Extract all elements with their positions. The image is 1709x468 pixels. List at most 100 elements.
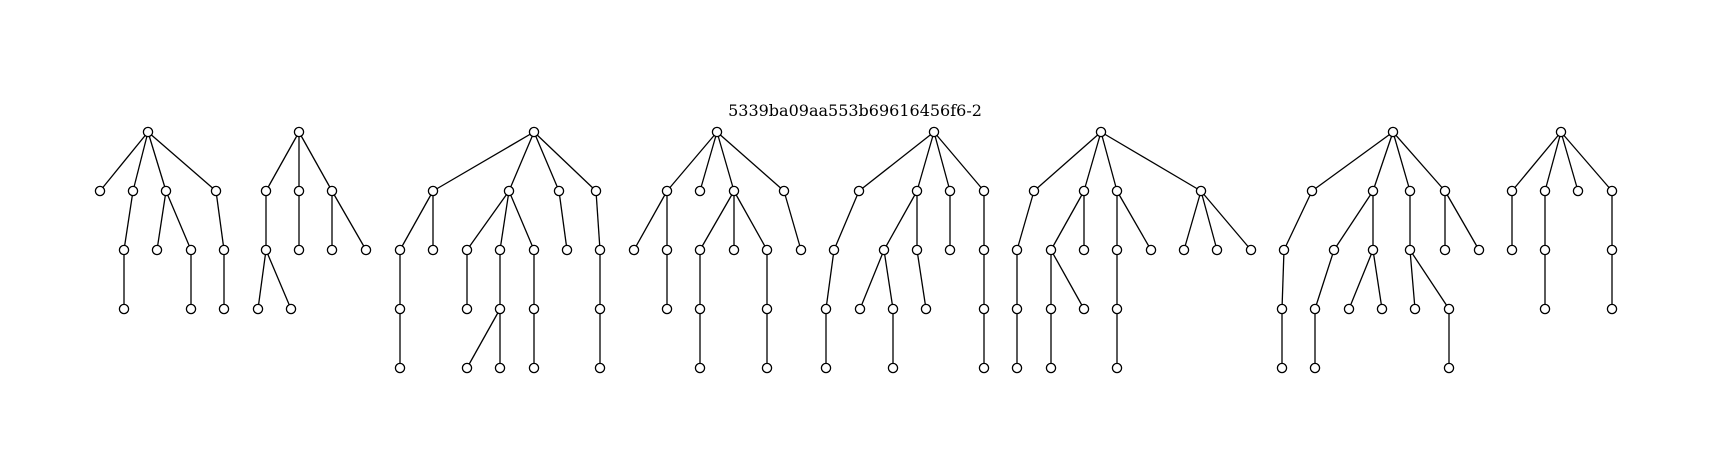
tree-node — [828, 244, 840, 256]
tree-node — [661, 303, 673, 315]
tree-edge — [1314, 249, 1335, 310]
tree-node — [461, 303, 473, 315]
tree-node — [1178, 244, 1190, 256]
tree-node — [1078, 303, 1090, 315]
tree-node — [461, 244, 473, 256]
tree-node — [795, 244, 807, 256]
tree-edge — [933, 131, 985, 192]
tree-node — [494, 362, 506, 374]
tree-node — [694, 362, 706, 374]
tree-node — [1539, 185, 1551, 197]
nodes-layer — [94, 126, 1618, 374]
tree-edge — [265, 131, 300, 192]
tree-root-node — [928, 126, 940, 138]
tree-node — [694, 244, 706, 256]
tree-node — [1309, 303, 1321, 315]
tree-node — [628, 244, 640, 256]
tree-edge — [1372, 249, 1383, 310]
tree-node — [326, 185, 338, 197]
tree-node — [1278, 244, 1290, 256]
tree-node — [293, 185, 305, 197]
tree-edge — [1283, 190, 1313, 251]
tree-node — [1045, 362, 1057, 374]
tree-edge — [916, 249, 927, 310]
tree-node — [1343, 303, 1355, 315]
tree-node — [185, 303, 197, 315]
tree-edge — [1183, 190, 1202, 251]
diagram-title: 5339ba09aa553b69616456f6-2 — [728, 101, 982, 120]
tree-edge — [1348, 249, 1374, 310]
tree-edge — [1281, 249, 1285, 310]
tree-node — [878, 244, 890, 256]
tree-edge — [1200, 190, 1252, 251]
tree-node — [1404, 185, 1416, 197]
tree-root-node — [1095, 126, 1107, 138]
tree-root-node — [1555, 126, 1567, 138]
tree-node — [1211, 244, 1223, 256]
tree-edge — [147, 131, 167, 192]
tree-node — [694, 303, 706, 315]
tree-edge — [466, 308, 501, 369]
tree-edge — [1333, 190, 1374, 251]
tree-node — [854, 303, 866, 315]
tree-node — [1539, 303, 1551, 315]
tree-node — [820, 362, 832, 374]
tree-node — [394, 303, 406, 315]
tree-edge — [1116, 190, 1152, 251]
tree-edge — [156, 190, 167, 251]
tree-node — [326, 244, 338, 256]
tree-node — [978, 244, 990, 256]
tree-node — [1078, 244, 1090, 256]
tree-edge — [699, 190, 735, 251]
tree-edge — [508, 190, 535, 251]
tree-node — [1306, 185, 1318, 197]
tree-edge — [1100, 131, 1202, 192]
tree-edge — [595, 190, 601, 251]
tree-node — [260, 244, 272, 256]
tree-node — [978, 362, 990, 374]
tree-node — [594, 362, 606, 374]
tree-node — [1045, 303, 1057, 315]
tree-edge — [165, 190, 192, 251]
tree-node — [118, 244, 130, 256]
tree-node — [853, 185, 865, 197]
tree-node — [944, 244, 956, 256]
tree-edge — [916, 131, 935, 192]
tree-edge — [466, 190, 510, 251]
tree-root-node — [711, 126, 723, 138]
tree-edge — [1100, 131, 1118, 192]
tree-edge — [1033, 131, 1102, 192]
tree-node — [761, 244, 773, 256]
tree-node — [911, 244, 923, 256]
tree-edge — [533, 131, 560, 192]
tree-edge — [825, 249, 835, 310]
tree-node — [118, 303, 130, 315]
tree-node — [1011, 362, 1023, 374]
tree-edge — [1372, 131, 1394, 192]
tree-edge — [399, 190, 434, 251]
tree-node — [1439, 185, 1451, 197]
tree-node — [1539, 244, 1551, 256]
tree-edge — [1444, 190, 1480, 251]
tree-edge — [833, 190, 860, 251]
tree-node — [911, 185, 923, 197]
tree-node — [594, 244, 606, 256]
tree-edge — [1544, 131, 1562, 192]
tree-edge — [99, 131, 149, 192]
edges-layer — [99, 131, 1613, 369]
tree-node — [1506, 185, 1518, 197]
tree-node — [494, 244, 506, 256]
tree-edge — [1560, 131, 1579, 192]
tree-edge — [1560, 131, 1613, 192]
tree-node — [1245, 244, 1257, 256]
tree-node — [728, 185, 740, 197]
tree-edge — [666, 131, 718, 192]
tree-node — [1606, 303, 1618, 315]
tree-node — [887, 362, 899, 374]
tree-node — [394, 244, 406, 256]
tree-node — [218, 244, 230, 256]
tree-edge — [123, 190, 134, 251]
tree-node — [1443, 362, 1455, 374]
tree-root-node — [528, 126, 540, 138]
tree-edge — [1083, 131, 1102, 192]
